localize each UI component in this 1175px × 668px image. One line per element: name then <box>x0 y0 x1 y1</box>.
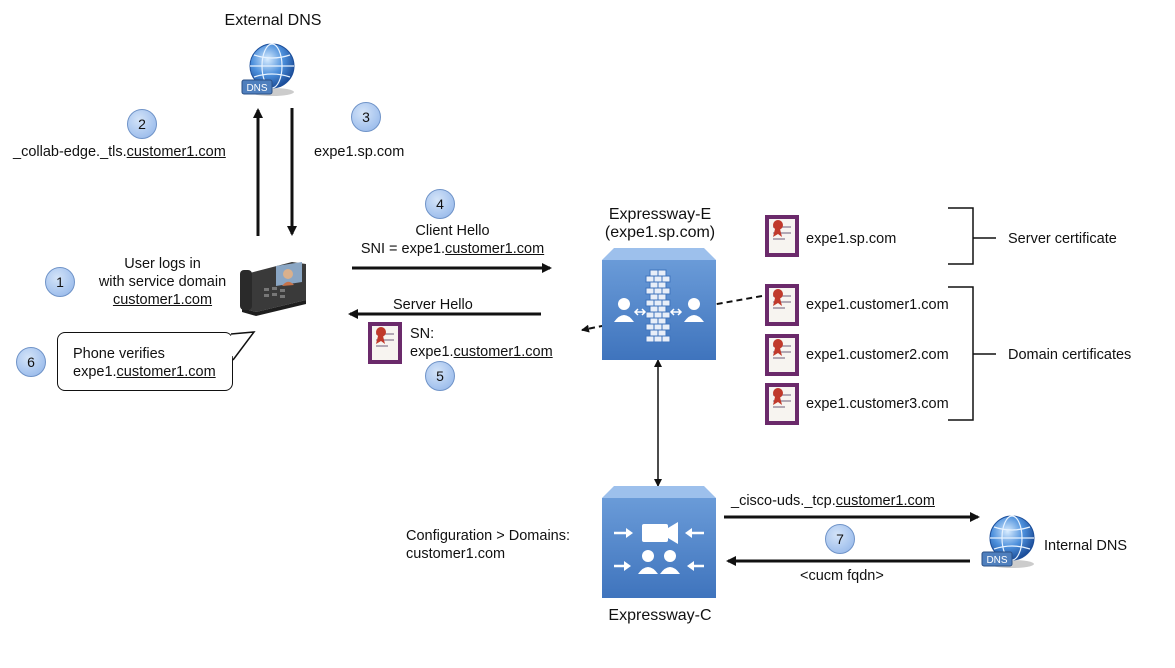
configuration-domains-text: Configuration > Domains: customer1.com <box>406 527 570 563</box>
client-hello-title: Client Hello <box>415 223 490 239</box>
internal-dns-label: Internal DNS <box>1044 538 1128 554</box>
user-login-text: User logs in with service domain custome… <box>85 255 240 309</box>
server-hello-title: Server Hello <box>393 297 473 313</box>
step-1-badge: 1 <box>45 267 75 297</box>
server-certificate-group-label: Server certificate <box>1008 231 1117 247</box>
config-line2: customer1.com <box>406 546 506 562</box>
callout-tail <box>228 331 256 361</box>
step-2-badge: 2 <box>127 109 157 139</box>
step-4-badge: 4 <box>425 189 455 219</box>
uds-query-text: _cisco-uds._tcp.customer1.com <box>731 492 935 510</box>
user-line2: with service domain <box>98 274 227 290</box>
expressway-c-appliance-icon <box>602 486 716 598</box>
step-3-badge: 3 <box>351 102 381 132</box>
expressway-c-name: Expressway-C <box>608 607 712 624</box>
domain-certificate-2-icon <box>765 334 799 376</box>
phone-verifies-line1: Phone verifies <box>73 346 165 362</box>
bracket-server-cert <box>948 207 974 265</box>
external-dns-badge: DNS <box>246 83 267 94</box>
dns-query-text: _collab-edge._tls.customer1.com <box>13 143 226 161</box>
client-hello-text: Client Hello SNI = expe1.customer1.com <box>340 222 565 258</box>
dns-query-prefix: _collab-edge._tls. <box>13 144 127 160</box>
dns-answer-text: expe1.sp.com <box>314 144 405 160</box>
server-hello-sn-domain: customer1.com <box>453 344 553 360</box>
user-domain: customer1.com <box>112 292 213 308</box>
domain-cert-3-name: expe1.customer3.com <box>806 396 949 412</box>
dns-query-domain: customer1.com <box>126 144 226 160</box>
expressway-e-host: (expe1.sp.com) <box>604 224 716 241</box>
domain-certificates-group-label: Domain certificates <box>1008 347 1132 363</box>
server-hello-sn-prefix: expe1. <box>410 344 454 360</box>
expressway-e-appliance-icon <box>602 248 716 360</box>
phone-verifies-text: Phone verifies expe1.customer1.com <box>73 345 216 381</box>
domain-cert-2-name: expe1.customer2.com <box>806 347 949 363</box>
phone-verifies-callout <box>57 332 233 391</box>
phone-verifies-domain: customer1.com <box>116 364 216 380</box>
bracket-domain-certs <box>948 286 974 421</box>
server-hello-sn-text: SN: expe1.customer1.com <box>410 325 553 361</box>
config-line1: Configuration > Domains: <box>406 528 571 544</box>
server-hello-sn-label: SN: <box>410 326 435 342</box>
uds-query-prefix: _cisco-uds._tcp. <box>731 493 836 509</box>
cucm-answer-text: <cucm fqdn> <box>800 568 884 584</box>
phone-verifies-prefix: expe1. <box>73 364 117 380</box>
domain-certificate-3-icon <box>765 383 799 425</box>
ip-phone-icon <box>240 262 306 316</box>
step-5-badge: 5 <box>425 361 455 391</box>
step-6-badge: 6 <box>16 347 46 377</box>
internal-dns-badge: DNS <box>986 555 1007 566</box>
server-certificate-icon <box>765 215 799 257</box>
client-hello-sni-prefix: SNI = expe1. <box>360 241 446 257</box>
uds-query-domain: customer1.com <box>835 493 935 509</box>
expressway-e-name: Expressway-E <box>608 206 712 223</box>
domain-certificate-1-icon <box>765 284 799 326</box>
server-hello-certificate-icon <box>368 322 402 364</box>
internal-dns-globe-icon: DNS <box>981 515 1035 568</box>
external-dns-label: External DNS <box>224 12 322 29</box>
client-hello-sni-domain: customer1.com <box>445 241 545 257</box>
external-dns-globe-icon: DNS <box>241 43 295 96</box>
server-cert-name: expe1.sp.com <box>806 231 897 247</box>
domain-cert-1-name: expe1.customer1.com <box>806 297 949 313</box>
expressway-e-label: Expressway-E (expe1.sp.com) <box>580 206 740 242</box>
step-7-badge: 7 <box>825 524 855 554</box>
user-line1: User logs in <box>124 256 201 272</box>
